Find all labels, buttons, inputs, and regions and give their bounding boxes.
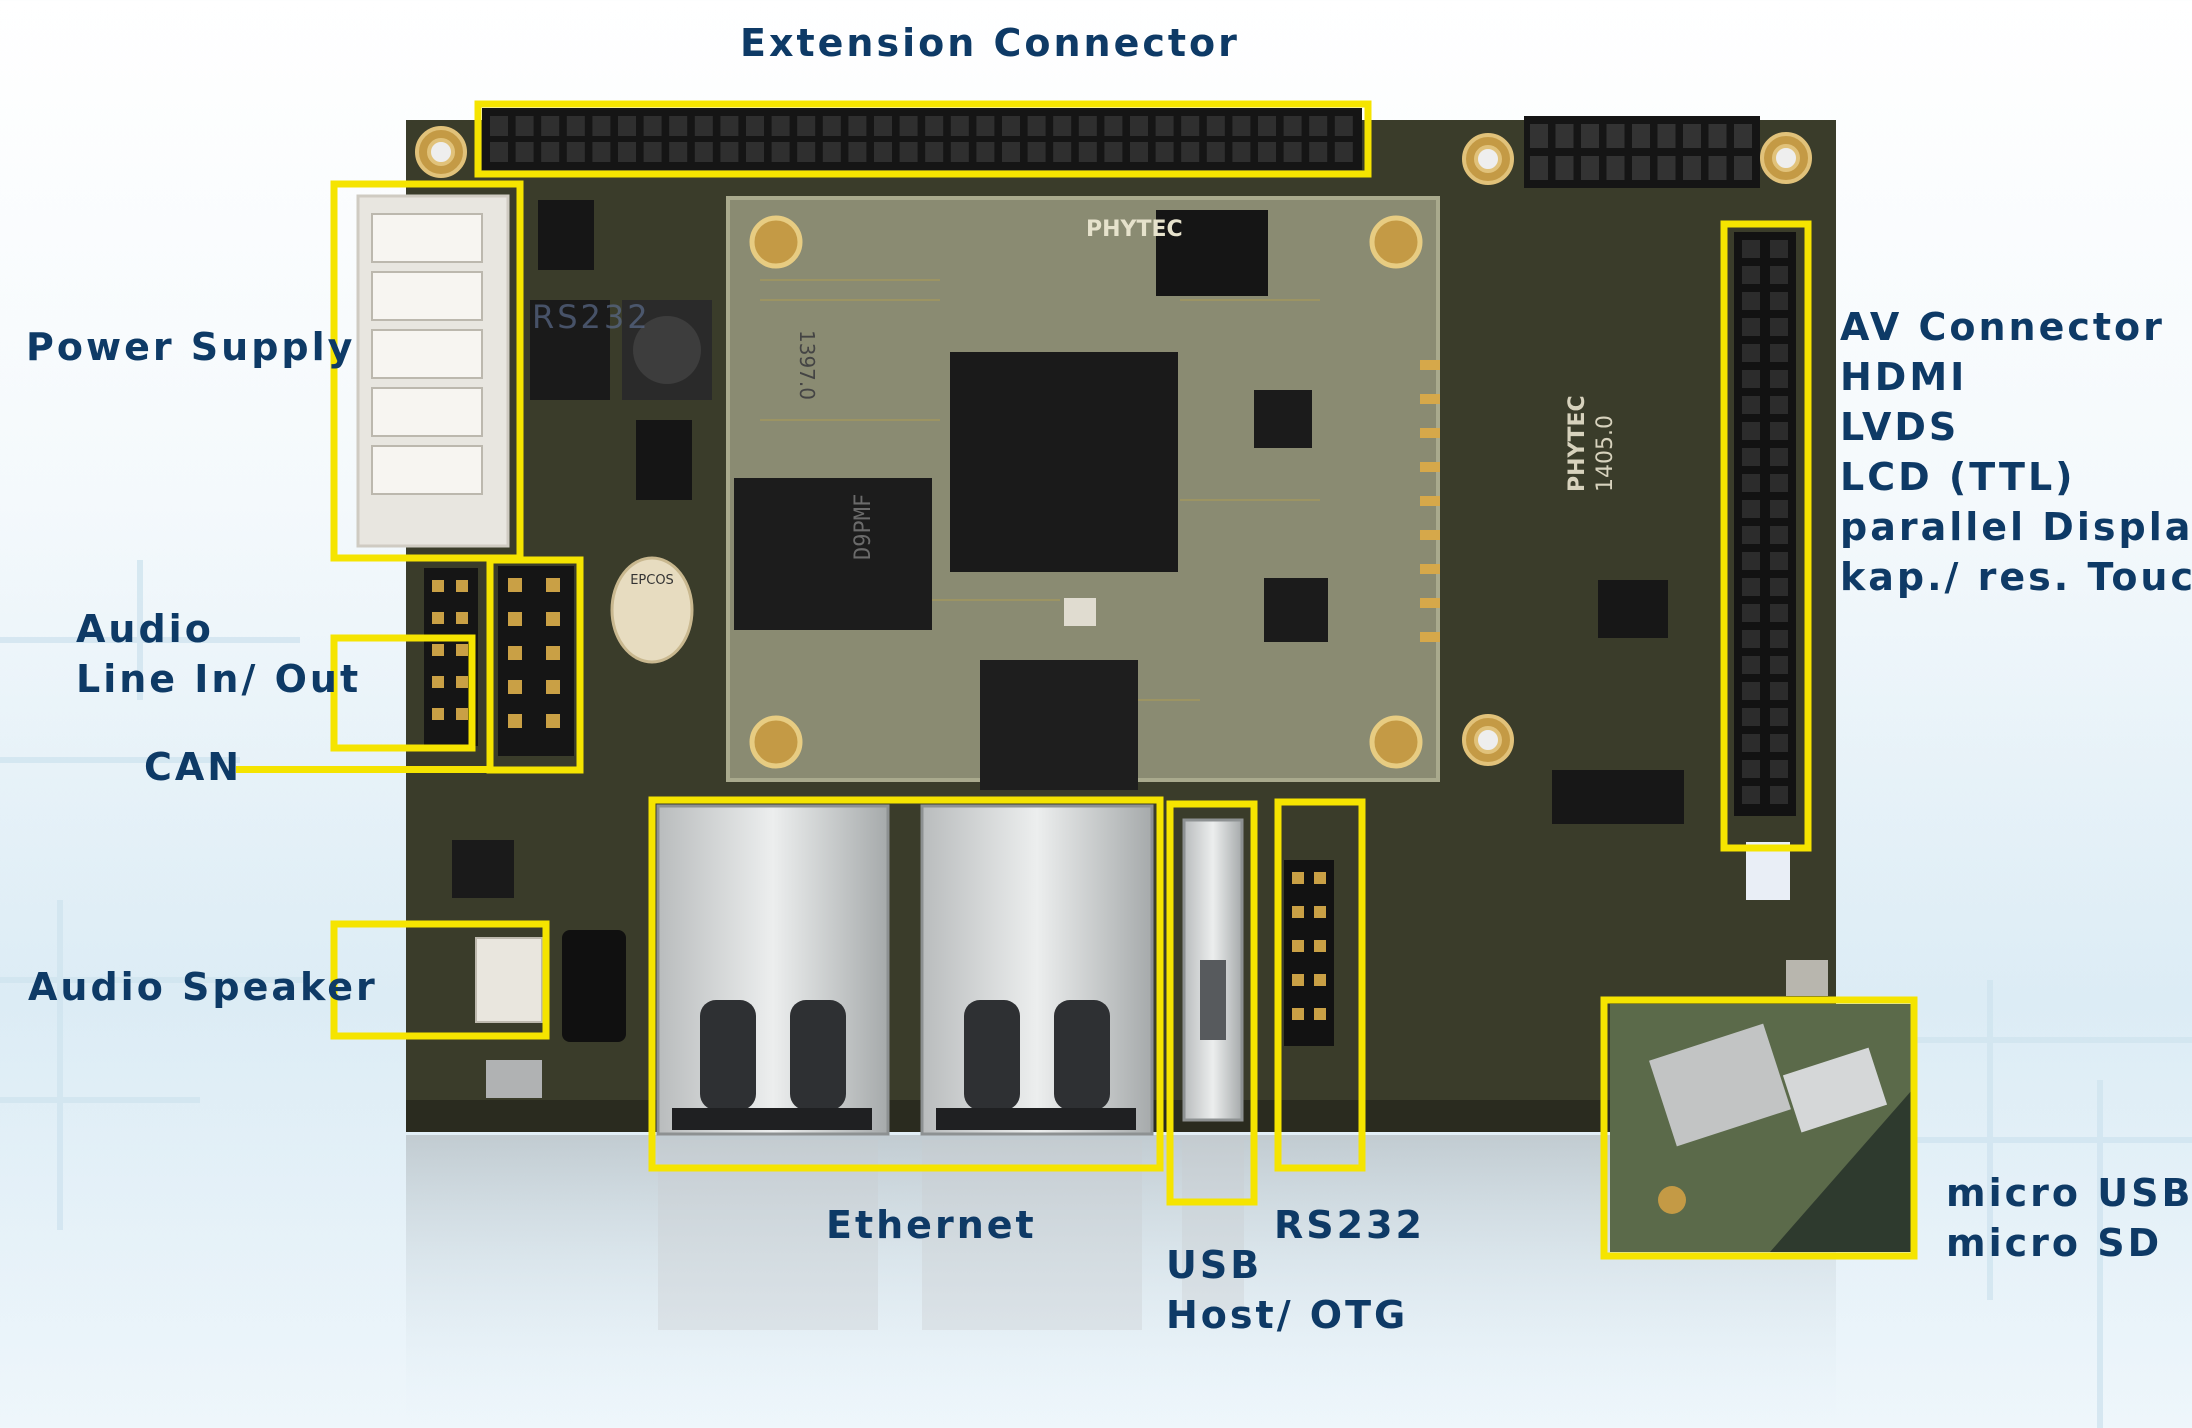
box-audio-line bbox=[330, 634, 476, 752]
label-av-line-4: LCD (TTL) bbox=[1840, 455, 2076, 499]
speaker-components bbox=[452, 840, 626, 1098]
ethernet-reflection bbox=[658, 1140, 1244, 1330]
right-side-ics: PHYTEC 1405.0 bbox=[1552, 395, 1828, 996]
label-micro: micro USB micro SD bbox=[1946, 1168, 2192, 1268]
board-reflection bbox=[406, 1135, 1836, 1425]
label-ethernet: Ethernet bbox=[826, 1203, 1037, 1247]
box-micro-inset bbox=[1600, 996, 1918, 1260]
box-audio-speaker bbox=[330, 920, 550, 1040]
svg-text:1397.0: 1397.0 bbox=[795, 330, 819, 400]
label-audio-speaker: Audio Speaker bbox=[28, 965, 378, 1009]
label-av-line-6: kap./ res. Touch bbox=[1840, 555, 2192, 599]
label-micro-usb: micro USB bbox=[1946, 1171, 2192, 1215]
label-av-connector: AV Connector HDMI LVDS LCD (TTL) paralle… bbox=[1840, 302, 2192, 602]
box-av-connector bbox=[1720, 220, 1812, 852]
label-audio-line-2: Line In/ Out bbox=[76, 657, 362, 701]
rs232-header bbox=[1284, 860, 1334, 1046]
micro-inset bbox=[1610, 1004, 1912, 1252]
label-usb: USB Host/ OTG bbox=[1166, 1240, 1408, 1340]
label-rs232: RS232 bbox=[1274, 1203, 1425, 1247]
label-av-line-2: HDMI bbox=[1840, 355, 1968, 399]
highlight-boxes bbox=[330, 100, 1918, 1260]
box-ethernet bbox=[648, 796, 1164, 1172]
label-usb-1: USB bbox=[1166, 1243, 1263, 1287]
box-usb bbox=[1166, 800, 1258, 1206]
label-extension-connector: Extension Connector bbox=[740, 21, 1240, 65]
label-usb-2: Host/ OTG bbox=[1166, 1293, 1409, 1337]
can-leader-line bbox=[236, 766, 490, 773]
box-extension-connector bbox=[474, 100, 1372, 178]
label-power-supply: Power Supply bbox=[26, 325, 356, 369]
label-audio-line: Audio Line In/ Out bbox=[76, 604, 361, 704]
label-audio-line-1: Audio bbox=[76, 607, 214, 651]
left-headers bbox=[424, 566, 574, 756]
box-can bbox=[486, 556, 584, 774]
label-av-line-3: LVDS bbox=[1840, 405, 1960, 449]
mounting-holes bbox=[415, 126, 1812, 766]
power-components: EPCOS bbox=[530, 200, 712, 664]
svg-text:D9PMF: D9PMF bbox=[851, 494, 876, 560]
box-power-supply bbox=[330, 180, 524, 562]
label-rs232-board: RS232 bbox=[532, 298, 651, 336]
svg-text:PHYTEC: PHYTEC bbox=[1086, 217, 1183, 242]
av-header bbox=[1734, 232, 1796, 900]
box-rs232 bbox=[1274, 798, 1366, 1172]
label-can: CAN bbox=[144, 745, 243, 789]
top-right-header bbox=[1524, 116, 1760, 188]
power-connector bbox=[356, 194, 510, 548]
label-av-line-5: parallel Display bbox=[1840, 505, 2192, 549]
som-module: D9PMF PHYTEC 1397.0 bbox=[726, 196, 1440, 790]
ethernet-jacks bbox=[656, 804, 1154, 1136]
svg-text:EPCOS: EPCOS bbox=[630, 573, 674, 588]
svg-text:1405.0: 1405.0 bbox=[1593, 415, 1618, 492]
background-circuit bbox=[0, 560, 2192, 1428]
label-micro-sd: micro SD bbox=[1946, 1221, 2163, 1265]
extension-header bbox=[482, 108, 1362, 170]
usb-connector bbox=[1182, 818, 1244, 1122]
svg-text:PHYTEC: PHYTEC bbox=[1565, 395, 1590, 492]
label-av-line-1: AV Connector bbox=[1840, 305, 2165, 349]
